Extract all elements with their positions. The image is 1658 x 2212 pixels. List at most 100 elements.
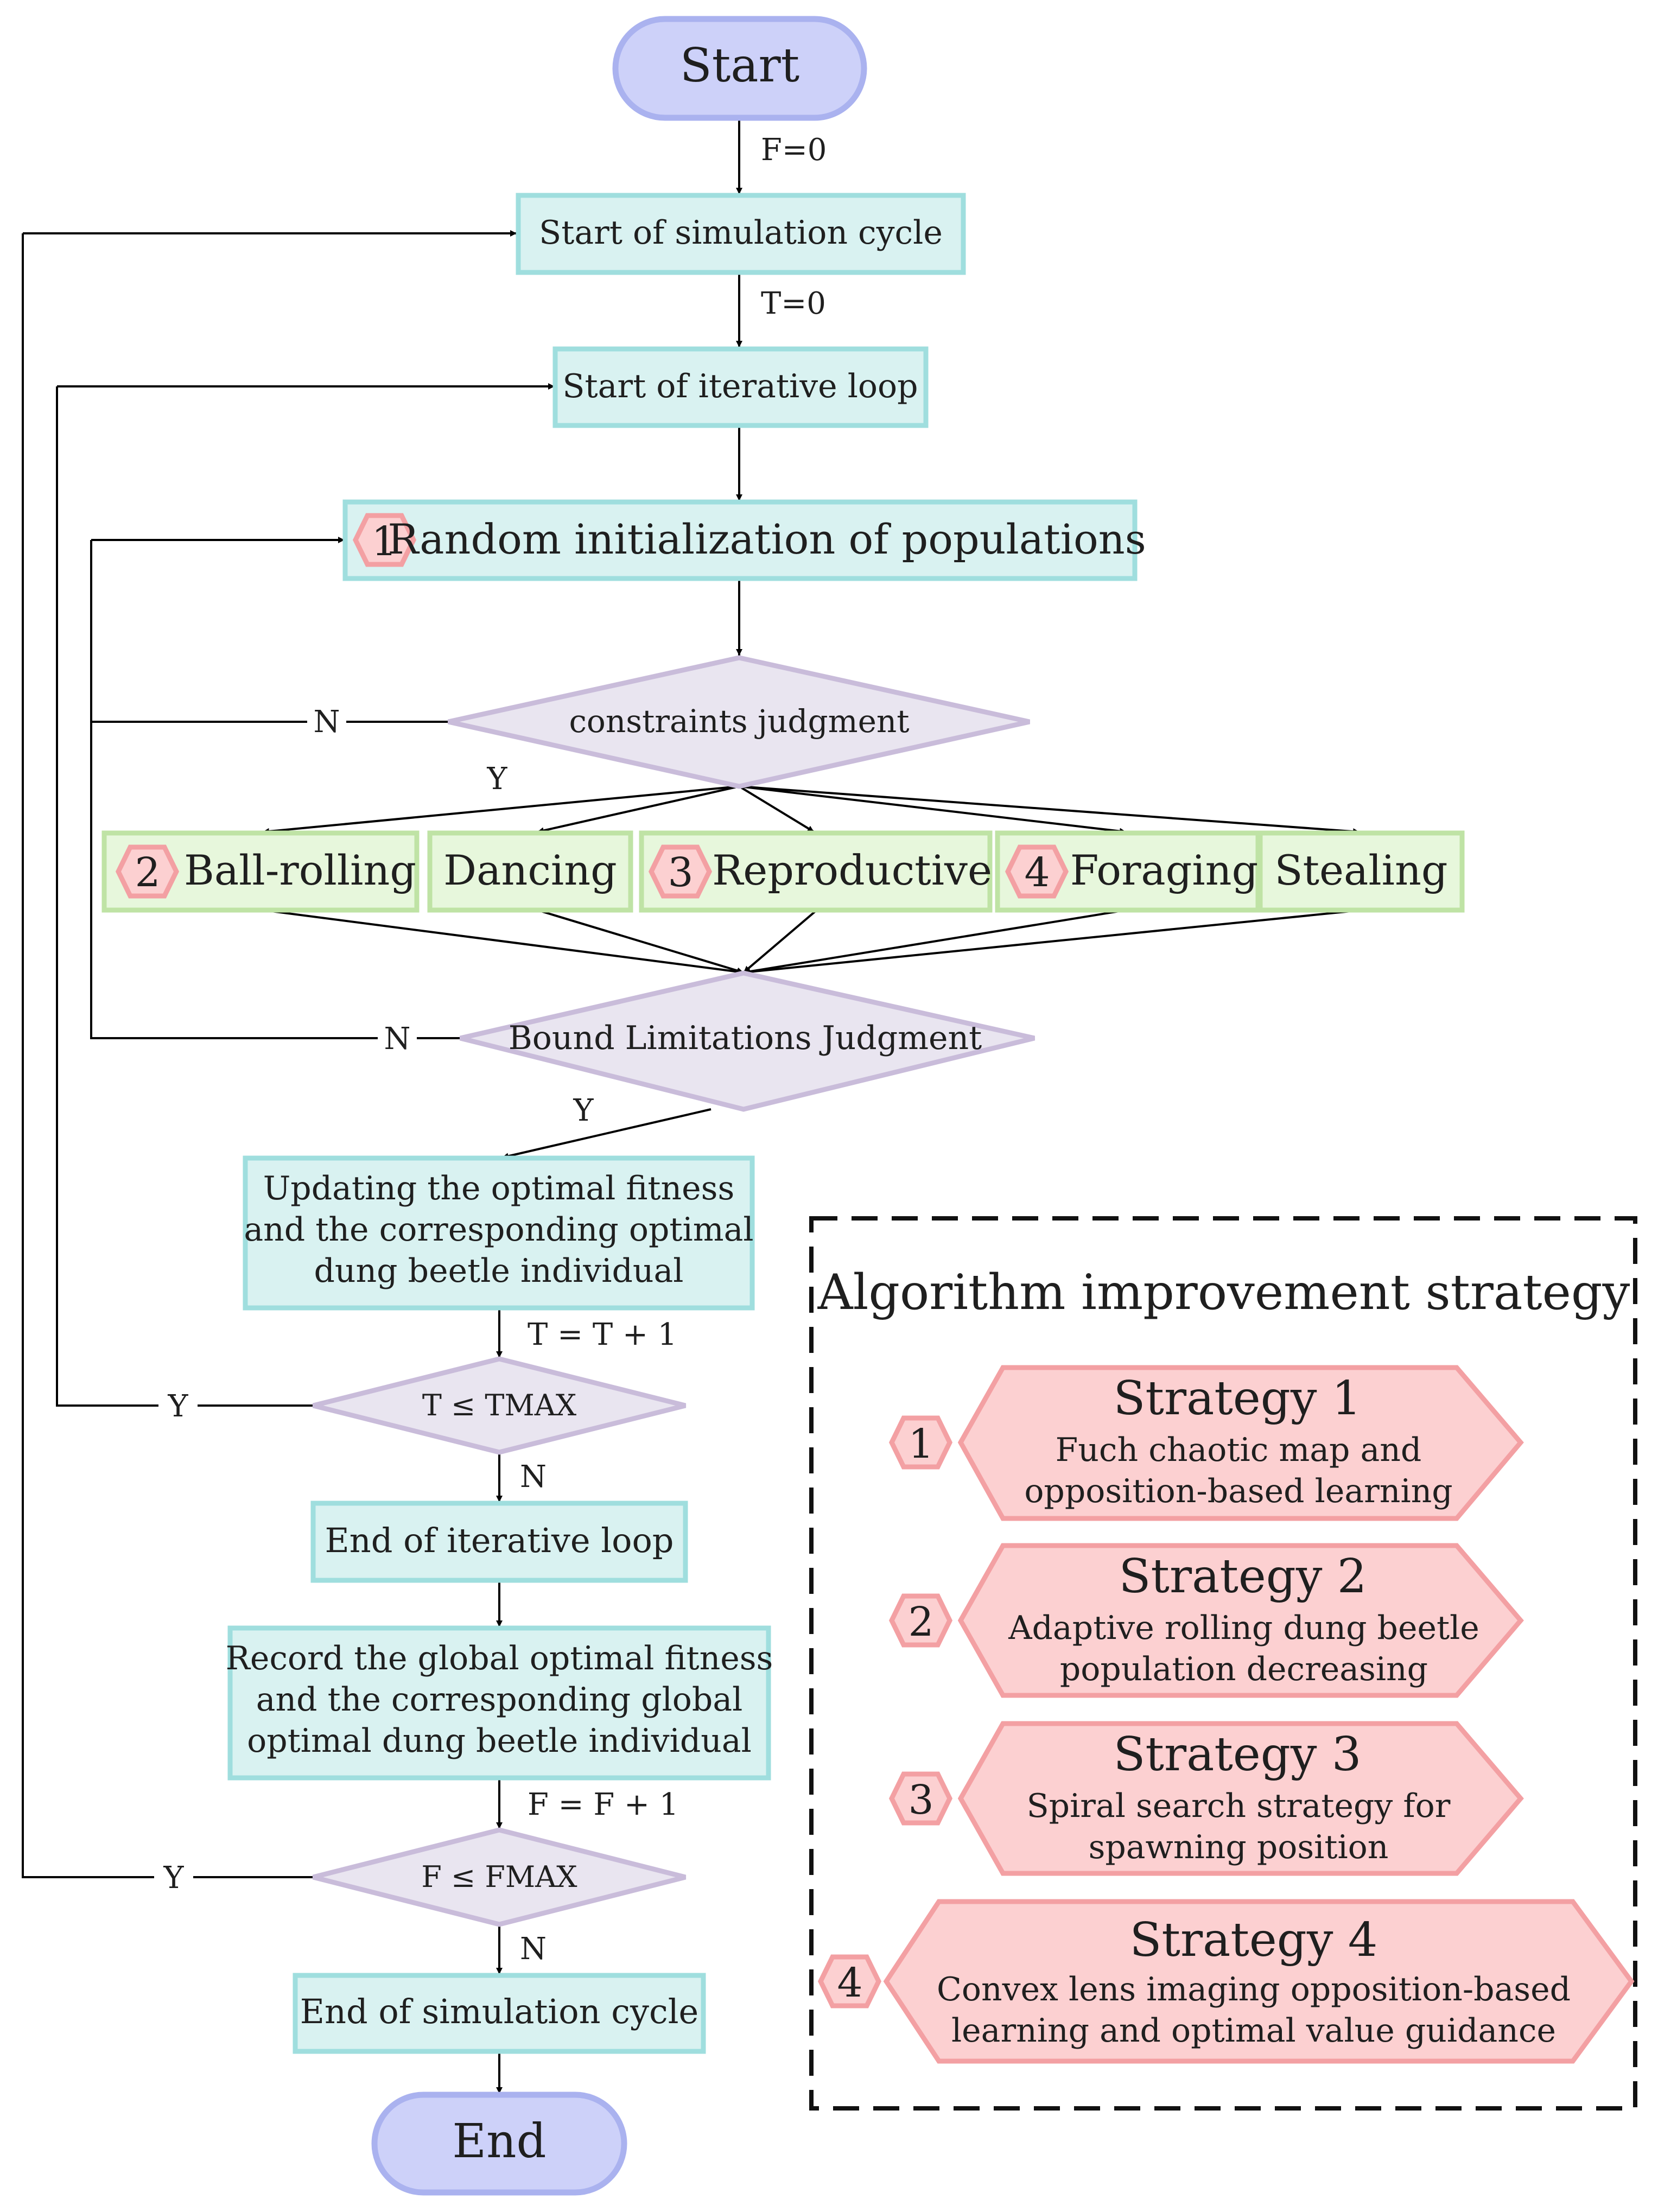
node-init-label: Random initialization of populations xyxy=(387,515,1146,563)
strategy-title: Strategy 2 xyxy=(1119,1549,1367,1604)
behavior-label: Foraging xyxy=(1070,846,1259,894)
node-update-line1: Updating the optimal fitness xyxy=(263,1169,735,1207)
strategy-legend: Algorithm improvement strategy 1 Strateg… xyxy=(809,1216,1637,2111)
edge-label-constraints-y: Y xyxy=(487,761,508,797)
node-sim-end: End of simulation cycle xyxy=(293,1973,706,2054)
edge-label-bound-n: N xyxy=(384,1021,411,1057)
strategy-badge-3 xyxy=(648,844,713,899)
arrow-bound-to-update xyxy=(501,1108,712,1160)
behavior-badge: 4 xyxy=(1024,849,1050,896)
edge-label-t-yes: Y xyxy=(168,1389,189,1424)
node-sim-start: Start of simulation cycle xyxy=(516,193,966,275)
behavior-label: Ball-rolling xyxy=(184,846,416,894)
node-update-line3: dung beetle individual xyxy=(314,1252,683,1290)
arrow-to-reproductive xyxy=(738,785,815,833)
label-backgrounds xyxy=(154,703,417,1895)
node-t-check-label: T ≤ TMAX xyxy=(422,1388,577,1422)
strategy-description-line2: learning and optimal value guidance xyxy=(951,2012,1556,2050)
node-end-label: End xyxy=(452,2114,546,2169)
node-sim-start-label: Start of simulation cycle xyxy=(539,214,943,252)
strategy-badge-label: 4 xyxy=(837,1960,862,2006)
edge-label-t-increment: T = T + 1 xyxy=(528,1317,677,1352)
strategy-description-line1: Convex lens imaging opposition-based xyxy=(937,1971,1571,2008)
node-constraints: constraints judgment xyxy=(448,655,1030,789)
behavior-badge: 3 xyxy=(668,849,693,896)
behavior-badge: 2 xyxy=(135,849,160,896)
strategy-description-line1: Spiral search strategy for xyxy=(1027,1787,1451,1825)
node-f-check-label: F ≤ FMAX xyxy=(421,1860,577,1894)
strategy-badge-4 xyxy=(1005,844,1069,899)
strategy-badge xyxy=(888,1415,953,1470)
behavior-label: Dancing xyxy=(443,846,617,894)
strategy-badge xyxy=(817,1954,882,2008)
strategy-title: Strategy 3 xyxy=(1113,1727,1361,1782)
edge-label-bound-y: Y xyxy=(573,1093,594,1128)
legend-title: Algorithm improvement strategy xyxy=(817,1264,1630,1321)
strategy-description-line1: Fuch chaotic map and xyxy=(1056,1431,1422,1469)
node-init: 1 Random initialization of populations xyxy=(342,499,1146,581)
strategy-3: 3 Strategy 3 Spiral search strategy for … xyxy=(888,1721,1524,1876)
strategy-badge-label: 1 xyxy=(908,1421,933,1467)
edge-label-f0: F=0 xyxy=(761,132,827,168)
loop-bound-n xyxy=(90,540,460,1039)
node-f-check: F ≤ FMAX xyxy=(312,1827,687,1927)
node-iter-end-label: End of iterative loop xyxy=(325,1521,674,1560)
arrow-reproductive-to-bound xyxy=(742,909,818,974)
strategy-description-line2: spawning position xyxy=(1089,1828,1389,1866)
strategy-badge xyxy=(888,1771,953,1826)
node-update-line2: and the corresponding optimal xyxy=(244,1211,753,1249)
arrow-foraging-to-bound xyxy=(743,909,1127,975)
node-end: End xyxy=(371,2092,627,2196)
strategy-badge-1 xyxy=(352,513,417,567)
node-iter-start: Start of iterative loop xyxy=(552,346,929,428)
node-record: Record the global optimal fitness and th… xyxy=(226,1625,773,1781)
node-record-line1: Record the global optimal fitness xyxy=(226,1639,773,1677)
strategy-description-line2: population decreasing xyxy=(1060,1650,1428,1688)
behavior-label: Reproductive xyxy=(712,846,992,894)
loop-t-yes xyxy=(56,386,313,1407)
arrow-dancing-to-bound xyxy=(537,909,744,974)
edge-label-constraints-n: N xyxy=(314,704,340,740)
edge-label-t-no: N xyxy=(520,1459,547,1495)
node-iter-start-label: Start of iterative loop xyxy=(562,367,918,405)
arrow-ball-to-bound xyxy=(262,909,744,975)
strategy-1: 1 Strategy 1 Fuch chaotic map and opposi… xyxy=(888,1365,1524,1521)
node-start-label: Start xyxy=(680,39,799,93)
edge-label-f-yes: Y xyxy=(163,1860,185,1896)
strategy-badge-label: 3 xyxy=(908,1777,933,1823)
arrow-stealing-to-bound xyxy=(743,909,1363,975)
node-record-line2: and the corresponding global xyxy=(256,1681,743,1719)
behavior-dancing: Dancing xyxy=(427,830,633,913)
strategy-description-line1: Adaptive rolling dung beetle xyxy=(1008,1609,1479,1647)
behavior-label: Stealing xyxy=(1274,846,1447,894)
strategy-title: Strategy 4 xyxy=(1129,1913,1377,1967)
behavior-stealing: Stealing xyxy=(1257,830,1465,913)
behavior-foraging: 4 Foraging xyxy=(995,830,1261,913)
strategy-2: 2 Strategy 2 Adaptive rolling dung beetl… xyxy=(888,1543,1524,1698)
arrow-to-dancing xyxy=(537,785,740,834)
node-update: Updating the optimal fitness and the cor… xyxy=(243,1155,755,1311)
connectors xyxy=(22,118,1363,2094)
strategy-title: Strategy 1 xyxy=(1113,1371,1361,1426)
edge-label-t0: T=0 xyxy=(761,286,826,321)
strategy-badge-label: 2 xyxy=(908,1599,933,1645)
node-bound-label: Bound Limitations Judgment xyxy=(509,1019,982,1057)
node-record-line3: optimal dung beetle individual xyxy=(247,1722,752,1760)
strategy-badge-2 xyxy=(115,844,180,899)
edge-label-f-increment: F = F + 1 xyxy=(528,1787,678,1822)
arrow-to-ball-rolling xyxy=(262,785,740,835)
behavior-ball-rolling: 2 Ball-rolling xyxy=(101,830,420,913)
behavior-reproductive: 3 Reproductive xyxy=(639,830,993,913)
init-badge-label: 1 xyxy=(371,518,397,565)
edge-labels: F=0 T=0 N Y N Y T = T + 1 Y N F = F + 1 … xyxy=(163,132,827,1967)
loop-f-yes xyxy=(22,233,313,1878)
node-start: Start xyxy=(612,16,867,121)
arrow-to-stealing xyxy=(739,785,1360,835)
arrow-to-foraging xyxy=(739,785,1127,835)
node-iter-end: End of iterative loop xyxy=(310,1501,688,1583)
node-bound: Bound Limitations Judgment xyxy=(459,970,1036,1112)
node-sim-end-label: End of simulation cycle xyxy=(300,1992,698,2031)
node-t-check: T ≤ TMAX xyxy=(312,1356,687,1455)
strategy-badge xyxy=(888,1593,953,1648)
